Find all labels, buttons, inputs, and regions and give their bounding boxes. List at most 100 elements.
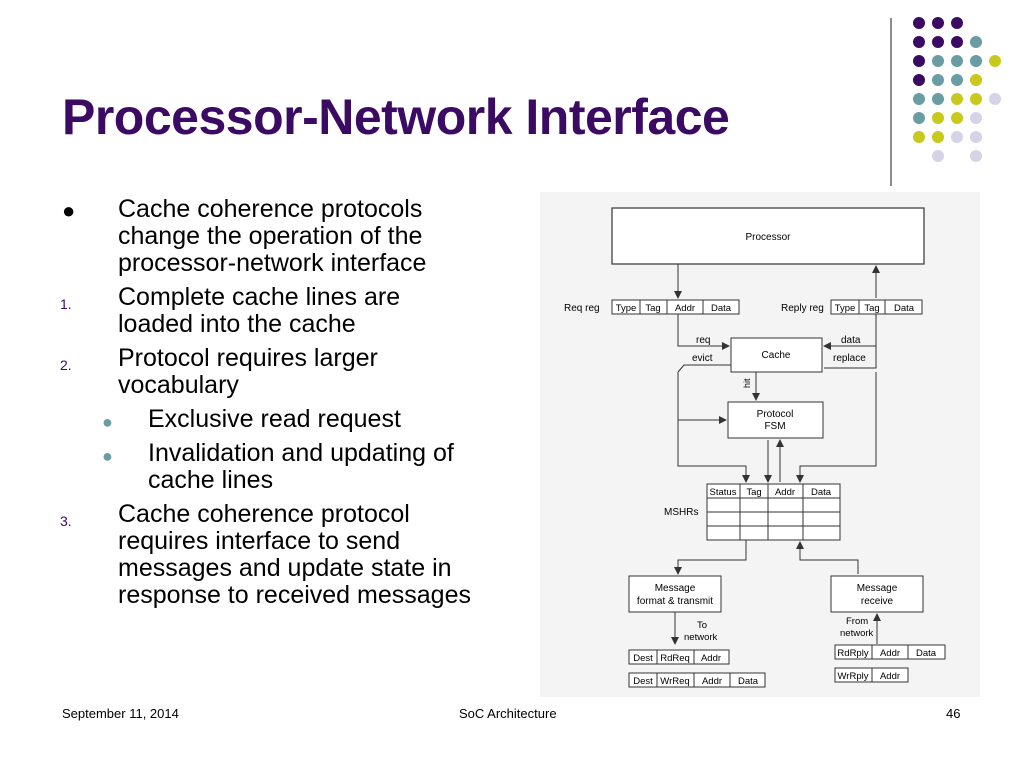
sub-bullet-marker: ●: [102, 446, 113, 466]
dot: [932, 93, 944, 105]
fsm-label-2: FSM: [764, 421, 785, 432]
field-label: Dest: [633, 653, 653, 664]
message-transmit-box: [628, 575, 722, 613]
transmit-label-2: format & transmit: [637, 596, 713, 607]
reply-register: Type Tag Data: [830, 299, 923, 315]
field-label: WrRply: [838, 671, 869, 682]
protocol-fsm-box: [727, 401, 824, 439]
dot: [970, 93, 982, 105]
from-network-label-1: From: [846, 616, 868, 627]
bullet-text: Complete cache lines are loaded into the…: [118, 283, 401, 338]
dot: [951, 112, 963, 124]
dot: [970, 55, 982, 67]
hit-label: hit: [742, 378, 752, 388]
bullet-text: Cache coherence protocols change the ope…: [118, 195, 427, 277]
processor-label: Processor: [745, 232, 791, 243]
dot: [913, 55, 925, 67]
numbered-item: 3. Cache coherence protocol requires int…: [60, 501, 480, 609]
dot: [970, 112, 982, 124]
dot: [970, 74, 982, 86]
number-marker: 1.: [60, 296, 72, 312]
to-network-label-1: To: [697, 620, 707, 631]
cache-box: [730, 337, 823, 373]
message-receive-box: [830, 575, 924, 613]
slide-title: Processor-Network Interface: [62, 89, 730, 145]
req-label: req: [696, 335, 710, 346]
dot: [913, 93, 925, 105]
field-label: Data: [894, 303, 915, 314]
wrreq-message: Dest WrReq Addr Data: [628, 672, 766, 688]
rdreq-message: Dest RdReq Addr: [628, 649, 730, 665]
column-header: Data: [811, 487, 832, 498]
dot: [951, 93, 963, 105]
field-label: Addr: [880, 671, 900, 682]
numbered-item: 1. Complete cache lines are loaded into …: [60, 284, 480, 338]
bullet-marker: ●: [62, 198, 76, 223]
field-label: Data: [738, 676, 759, 687]
field-label: Addr: [880, 648, 900, 659]
footer-date: September 11, 2014: [62, 706, 179, 721]
footer-course: SoC Architecture: [459, 706, 557, 721]
dot: [913, 131, 925, 143]
processor-box: [611, 207, 925, 265]
dot: [951, 131, 963, 143]
bullet-list: ● Cache coherence protocols change the o…: [60, 196, 480, 616]
title-divider-line: [890, 18, 892, 186]
replace-label: replace: [833, 353, 866, 364]
field-label: RdRply: [837, 648, 868, 659]
field-label: Addr: [701, 653, 721, 664]
from-network-label-2: network: [840, 628, 874, 639]
wrrply-message: WrRply Addr: [834, 667, 909, 683]
dot: [913, 36, 925, 48]
receive-label-1: Message: [857, 583, 898, 594]
to-network-label-2: network: [684, 632, 718, 643]
dot: [932, 55, 944, 67]
bullet-text: Invalidation and updating of cache lines: [148, 439, 454, 494]
req-reg-label: Req reg: [564, 303, 600, 314]
field-label: Tag: [864, 303, 879, 314]
dot: [970, 36, 982, 48]
req-register: Type Tag Addr Data: [611, 299, 740, 315]
field-label: WrReq: [660, 676, 689, 687]
dot: [932, 74, 944, 86]
field-label: Tag: [645, 303, 660, 314]
dot: [932, 150, 944, 162]
bullet-item: ● Cache coherence protocols change the o…: [60, 196, 480, 277]
numbered-item: 2. Protocol requires larger vocabulary: [60, 345, 480, 399]
cache-label: Cache: [762, 350, 791, 361]
rdrply-message: RdRply Addr Data: [834, 644, 946, 660]
bullet-text: Protocol requires larger vocabulary: [118, 344, 378, 399]
transmit-label-1: Message: [655, 583, 696, 594]
data-label: data: [841, 335, 861, 346]
mshr-table: Status Tag Addr Data: [706, 483, 841, 541]
column-header: Status: [710, 487, 737, 498]
dot: [989, 93, 1001, 105]
reply-reg-label: Reply reg: [781, 303, 824, 314]
dot: [989, 55, 1001, 67]
field-label: RdReq: [660, 653, 690, 664]
dot: [970, 150, 982, 162]
number-marker: 3.: [60, 513, 72, 529]
dot: [951, 17, 963, 29]
dot: [951, 55, 963, 67]
dot: [913, 74, 925, 86]
bullet-text: Exclusive read request: [148, 405, 401, 433]
dot: [951, 74, 963, 86]
sub-bullet-marker: ●: [102, 412, 113, 432]
sub-bullet-item: ● Invalidation and updating of cache lin…: [60, 440, 480, 494]
field-label: Data: [711, 303, 732, 314]
mshrs-label: MSHRs: [664, 507, 698, 518]
field-label: Data: [916, 648, 937, 659]
bullet-text: Cache coherence protocol requires interf…: [118, 500, 471, 609]
fsm-label-1: Protocol: [757, 409, 794, 420]
number-marker: 2.: [60, 357, 72, 373]
footer-page-number: 46: [946, 706, 961, 721]
column-header: Tag: [746, 487, 761, 498]
dot: [932, 17, 944, 29]
receive-label-2: receive: [861, 596, 894, 607]
field-label: Dest: [633, 676, 653, 687]
dot: [970, 131, 982, 143]
sub-bullet-item: ● Exclusive read request: [60, 406, 480, 433]
processor-network-interface-diagram: Processor Req reg Type Tag Addr Data Rep…: [540, 192, 980, 697]
dot: [913, 17, 925, 29]
